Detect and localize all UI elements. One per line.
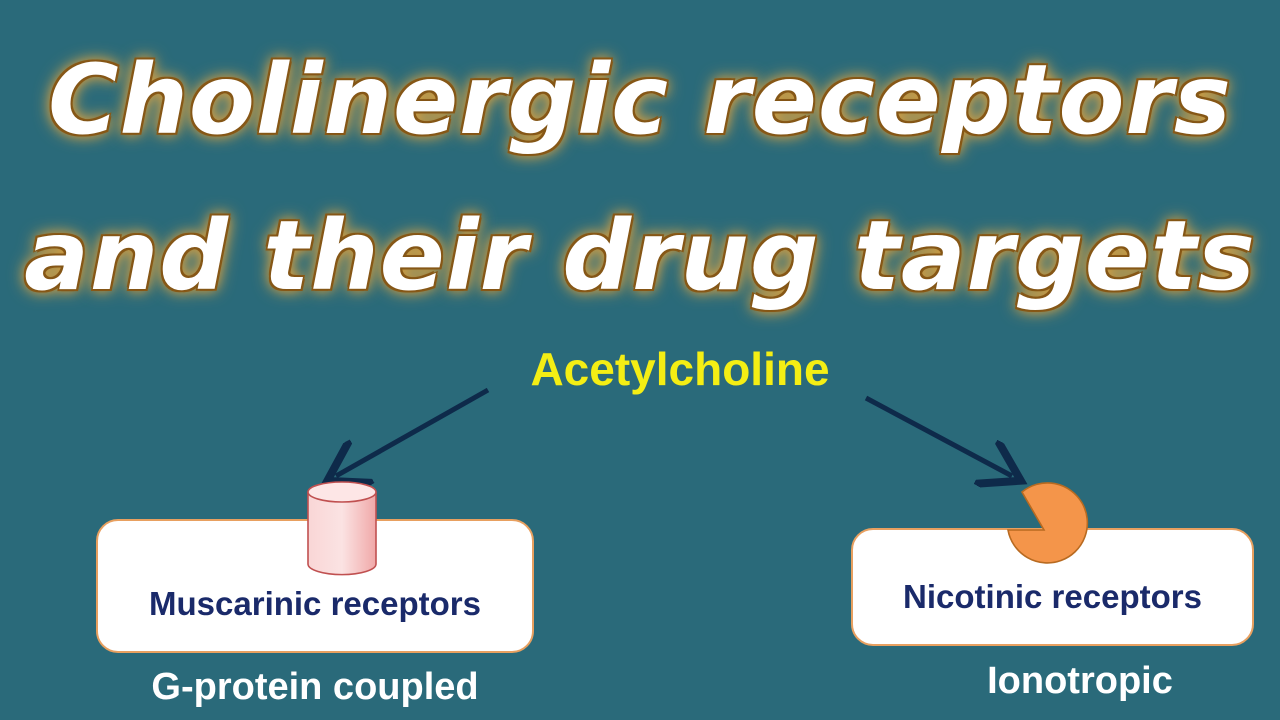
pie-notch-icon: [1007, 482, 1089, 564]
acetylcholine-label: Acetylcholine: [530, 343, 830, 395]
muscarinic-type-label: G-protein coupled: [151, 666, 479, 708]
title-line-2: and their drug targets: [24, 200, 1256, 312]
cylinder-icon: [307, 481, 377, 576]
nicotinic-type-label: Ionotropic: [987, 660, 1173, 702]
arrow-to-nicotinic: [864, 395, 1012, 476]
arrow-to-muscarinic: [336, 387, 490, 476]
muscarinic-receptor-label: Muscarinic receptors: [149, 585, 481, 622]
title-line-1: Cholinergic receptors: [48, 44, 1232, 156]
nicotinic-receptor-label: Nicotinic receptors: [903, 578, 1202, 615]
